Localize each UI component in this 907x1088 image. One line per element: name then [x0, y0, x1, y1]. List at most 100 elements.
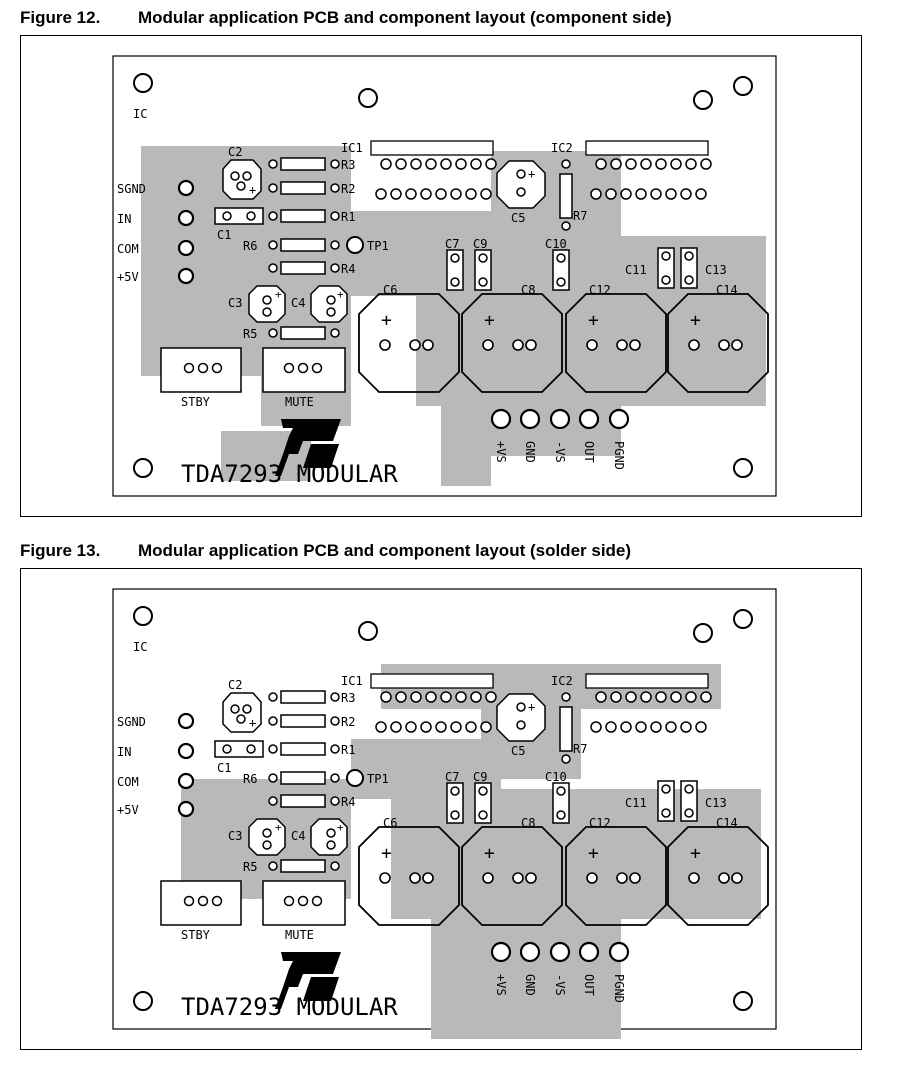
polarity-mark: +	[381, 843, 392, 864]
polarity-mark: +	[690, 843, 701, 864]
output-pad	[549, 408, 571, 430]
tp1-pad	[346, 769, 364, 787]
output-pad	[608, 941, 630, 963]
pad	[661, 251, 671, 261]
input-pad	[177, 712, 195, 730]
pad	[680, 188, 692, 200]
pad	[586, 872, 598, 884]
pad	[375, 188, 387, 200]
pad	[620, 721, 632, 733]
ic2-label: IC2	[551, 674, 573, 688]
pad	[718, 339, 730, 351]
pad	[561, 754, 571, 764]
c2-body	[222, 159, 262, 200]
c3-label: C3	[228, 829, 242, 843]
pad	[405, 188, 417, 200]
board-name: TDA7293 MODULAR	[181, 993, 398, 1021]
pad	[688, 872, 700, 884]
pad	[405, 721, 417, 733]
pad	[670, 691, 682, 703]
pad	[525, 872, 537, 884]
pad	[183, 895, 195, 907]
pad	[409, 339, 421, 351]
pad	[297, 362, 309, 374]
pad	[390, 188, 402, 200]
pad	[731, 339, 743, 351]
pad	[297, 895, 309, 907]
polarity-mark: +	[381, 310, 392, 331]
pad	[478, 253, 488, 263]
polarity-mark: +	[588, 310, 599, 331]
tp1-pad	[346, 236, 364, 254]
capacitor-body	[358, 293, 460, 393]
pad	[465, 721, 477, 733]
st-logo-mark	[275, 419, 341, 476]
pad	[268, 861, 278, 871]
r7-label: R7	[573, 209, 587, 223]
figure-title: Modular application PCB and component la…	[138, 8, 672, 27]
pad	[230, 704, 240, 714]
c4-label: C4	[291, 296, 305, 310]
polarity-mark: +	[484, 843, 495, 864]
c13-label: C13	[705, 263, 727, 277]
input-pin-label: IN	[117, 745, 131, 759]
figure-title: Modular application PCB and component la…	[138, 541, 632, 560]
polarity-mark: +	[484, 310, 495, 331]
c10-label: C10	[545, 770, 567, 784]
output-pin-label: +VS	[494, 974, 508, 996]
pad	[410, 691, 422, 703]
pad	[409, 872, 421, 884]
pad	[330, 716, 340, 726]
figure-caption: Figure 12.Modular application PCB and co…	[20, 8, 672, 28]
pad	[330, 328, 340, 338]
pad	[516, 720, 526, 730]
input-pin-label: +5V	[117, 270, 139, 284]
resistor-label: R4	[341, 262, 355, 276]
pad	[268, 328, 278, 338]
capacitor-body	[667, 826, 769, 926]
pad	[330, 159, 340, 169]
pad	[661, 808, 671, 818]
resistor-body	[280, 209, 326, 223]
mounting-hole	[733, 76, 753, 96]
output-pad	[490, 941, 512, 963]
capacitor-label: C12	[589, 816, 611, 830]
pad	[700, 158, 712, 170]
pad	[375, 721, 387, 733]
pad	[695, 188, 707, 200]
pad	[440, 691, 452, 703]
mounting-hole	[133, 991, 153, 1011]
pad	[326, 828, 336, 838]
pad	[605, 188, 617, 200]
polarity-mark: +	[528, 700, 535, 714]
pad	[420, 188, 432, 200]
mounting-hole	[133, 606, 153, 626]
board-name: TDA7293 MODULAR	[181, 460, 398, 488]
pad	[242, 171, 252, 181]
polarity-mark: +	[249, 716, 256, 730]
pad	[561, 692, 571, 702]
pad	[480, 188, 492, 200]
c5-body	[496, 693, 546, 742]
polarity-mark: +	[275, 821, 282, 834]
pad	[450, 188, 462, 200]
pad	[605, 721, 617, 733]
resistor-body	[280, 714, 326, 728]
pad	[246, 211, 256, 221]
resistor-label: R3	[341, 691, 355, 705]
c1-body	[214, 207, 264, 225]
corner-mark: IC	[133, 107, 147, 121]
st-logo-text: ST	[281, 966, 283, 968]
pad	[330, 744, 340, 754]
capacitor-label: C12	[589, 283, 611, 297]
ic1-label: IC1	[341, 674, 363, 688]
input-pin-label: +5V	[117, 803, 139, 817]
pad	[262, 828, 272, 838]
pad	[625, 691, 637, 703]
pad	[268, 716, 278, 726]
pad	[650, 188, 662, 200]
pad	[688, 339, 700, 351]
pad	[718, 872, 730, 884]
mounting-hole	[133, 458, 153, 478]
